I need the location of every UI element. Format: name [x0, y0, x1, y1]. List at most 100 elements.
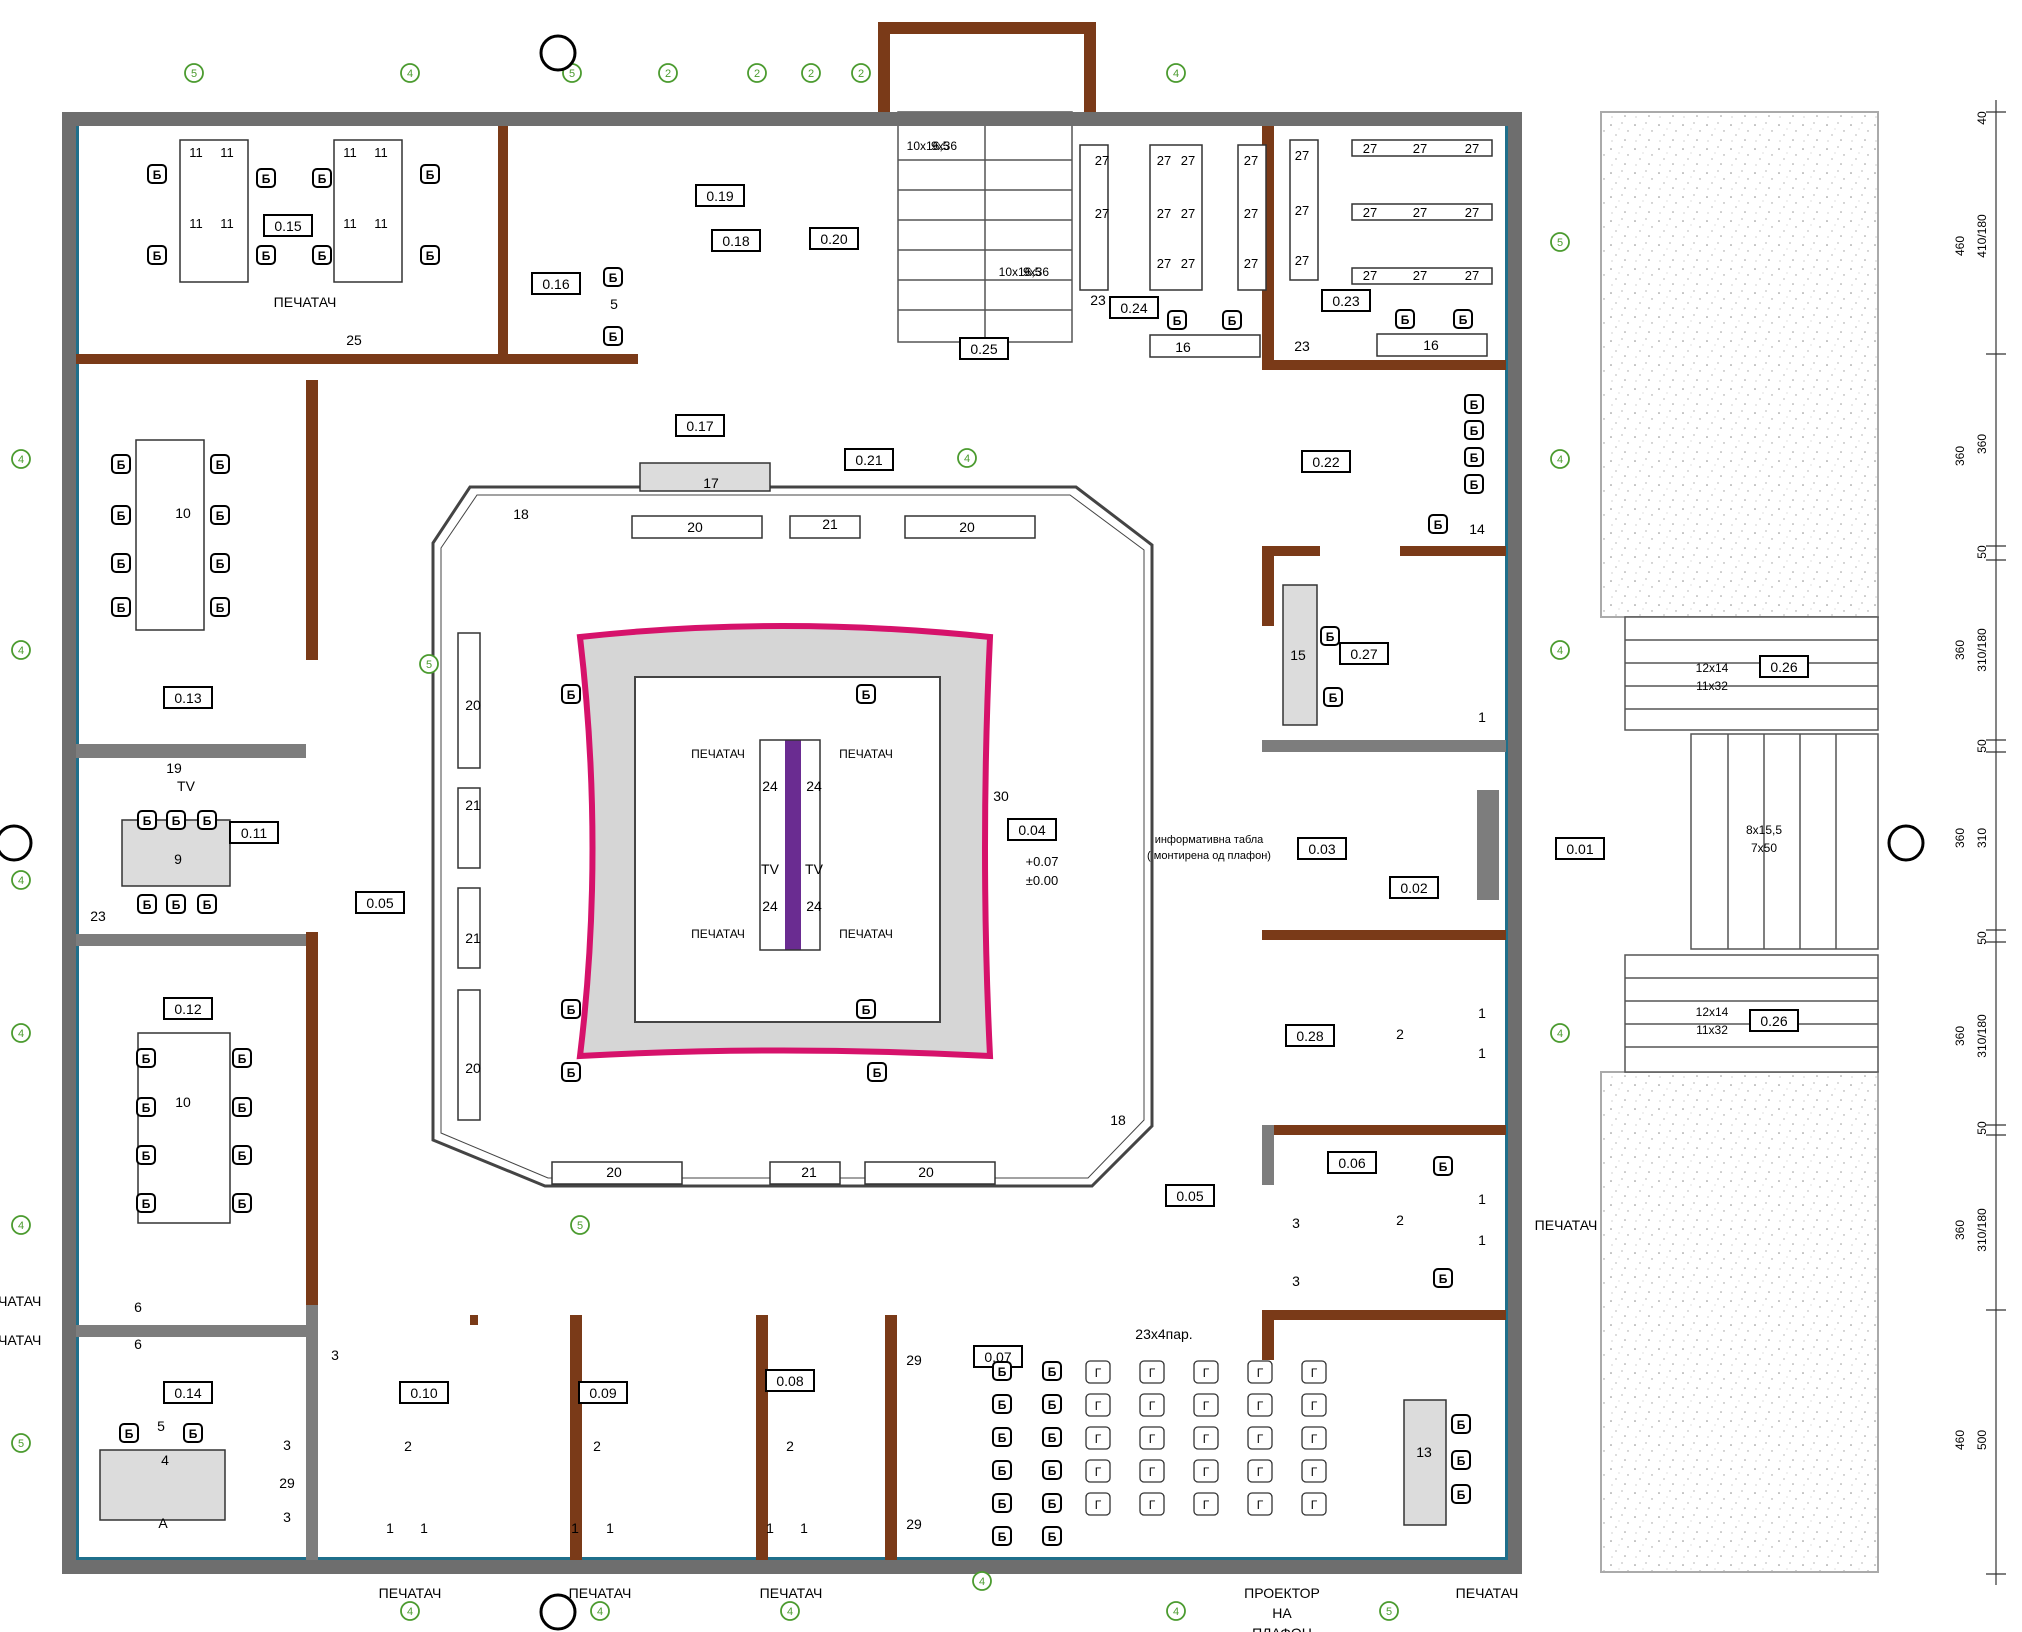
dimension-label: 360 — [1953, 446, 1967, 466]
window-tag-icon: 4 — [1550, 449, 1570, 469]
chair-icon: Б — [197, 810, 217, 830]
lecture-seat-icon: Г — [1247, 1426, 1273, 1450]
lecture-seat-icon: Г — [1085, 1492, 1111, 1516]
desk-number: 27 — [1295, 148, 1309, 163]
window-tag-icon: 4 — [1550, 640, 1570, 660]
svg-text:Г: Г — [1311, 1465, 1318, 1479]
room-label: 0.05 — [1165, 1184, 1215, 1207]
annotation-text: TV — [805, 861, 824, 877]
chair-icon: Б — [111, 454, 131, 474]
window-tag-icon: 2 — [658, 63, 678, 83]
room-label: 0.28 — [1285, 1024, 1335, 1047]
chair-icon: Б — [136, 1193, 156, 1213]
chair-icon: Б — [1464, 447, 1484, 467]
svg-text:Б: Б — [1329, 691, 1338, 705]
room-label: 0.06 — [1327, 1151, 1377, 1174]
svg-text:Б: Б — [567, 1066, 576, 1080]
svg-text:Б: Б — [153, 168, 162, 182]
desk-number: 11 — [374, 216, 388, 231]
svg-text:5: 5 — [1557, 237, 1563, 249]
window-tag-icon: 5 — [570, 1215, 590, 1235]
desk-number: 27 — [1244, 153, 1258, 168]
svg-text:5: 5 — [577, 1220, 583, 1232]
dimension-label: 310/180 — [1975, 1208, 1989, 1252]
room-number: 0.13 — [174, 690, 201, 706]
annotation-text: 1 — [1478, 1005, 1486, 1021]
svg-text:Б: Б — [262, 172, 271, 186]
room-number: 0.16 — [542, 276, 569, 292]
svg-text:Б: Б — [142, 1101, 151, 1115]
desk-number: 27 — [1413, 141, 1427, 156]
gravel-area-lower — [1600, 1071, 1879, 1573]
svg-text:2: 2 — [808, 68, 814, 80]
annotation-text: 1 — [386, 1520, 394, 1536]
room-number: 0.14 — [174, 1385, 201, 1401]
equipment-number: 20 — [465, 697, 481, 713]
chair-icon: Б — [1395, 309, 1415, 329]
annotation-text: 2 — [786, 1438, 794, 1454]
desk-number: 27 — [1095, 206, 1109, 221]
section-marker-north — [539, 34, 577, 72]
section-marker-east — [1887, 824, 1925, 862]
room-label: 0.01 — [1555, 837, 1605, 860]
window-tag-icon: 4 — [780, 1601, 800, 1621]
section-marker-south — [539, 1593, 577, 1631]
room-label: 0.26 — [1749, 1009, 1799, 1032]
chair-icon: Б — [232, 1048, 252, 1068]
lecture-seat-icon: Г — [1247, 1459, 1273, 1483]
svg-text:4: 4 — [407, 68, 413, 80]
annotation-text: 12x14 — [1696, 661, 1729, 675]
chair-icon: Б — [1323, 687, 1343, 707]
svg-text:Г: Г — [1149, 1498, 1156, 1512]
equipment-number: 16 — [1423, 337, 1439, 353]
svg-text:5: 5 — [569, 68, 575, 80]
central-hall — [431, 485, 1154, 1188]
interior-walls — [76, 22, 1506, 1560]
svg-text:Г: Г — [1095, 1432, 1102, 1446]
window-tag-icon: 5 — [1379, 1601, 1399, 1621]
chair-icon: Б — [147, 245, 167, 265]
equipment-number: 6 — [134, 1336, 142, 1352]
svg-text:4: 4 — [407, 1606, 413, 1618]
desk-number: 11 — [374, 145, 388, 160]
chair-icon: Б — [137, 894, 157, 914]
window-tag-icon: 5 — [1550, 232, 1570, 252]
chair-icon: Б — [992, 1394, 1012, 1414]
svg-text:4: 4 — [787, 1606, 793, 1618]
annotation-text: 10x16,5 — [999, 265, 1042, 279]
chair-icon: Б — [867, 1062, 887, 1082]
svg-text:Б: Б — [216, 458, 225, 472]
room-desks — [99, 139, 1499, 1526]
chair-icon: Б — [1042, 1427, 1062, 1447]
lecture-seat-icon: Г — [1085, 1426, 1111, 1450]
room-number: 0.01 — [1566, 841, 1593, 857]
svg-text:2: 2 — [754, 68, 760, 80]
svg-text:Б: Б — [1173, 314, 1182, 328]
annotation-text: НА — [1272, 1605, 1292, 1621]
room-number: 0.18 — [722, 233, 749, 249]
desk-number: 27 — [1244, 206, 1258, 221]
entrance-stair — [1690, 733, 1879, 950]
chair-icon: Б — [1167, 310, 1187, 330]
annotation-text: 1 — [1478, 709, 1486, 725]
window-tag-icon: 4 — [1166, 63, 1186, 83]
annotation-text: 1 — [766, 1520, 774, 1536]
room-number: 0.02 — [1400, 880, 1427, 896]
chair-icon: Б — [166, 810, 186, 830]
annotation-text: ПЕЧАТАЧ — [1456, 1585, 1519, 1601]
svg-text:5: 5 — [18, 1438, 24, 1450]
room-label: 0.19 — [695, 184, 745, 207]
svg-text:Б: Б — [426, 249, 435, 263]
lecture-seat-icon: Г — [1139, 1492, 1165, 1516]
svg-text:Г: Г — [1149, 1432, 1156, 1446]
svg-text:Б: Б — [142, 1197, 151, 1211]
room-number: 0.12 — [174, 1001, 201, 1017]
room-label: 0.10 — [399, 1381, 449, 1404]
svg-text:Б: Б — [172, 814, 181, 828]
window-tag-icon: 2 — [747, 63, 767, 83]
tv-panel — [785, 740, 801, 950]
equipment-number: 20 — [465, 1060, 481, 1076]
annotation-text: 24 — [762, 898, 778, 914]
